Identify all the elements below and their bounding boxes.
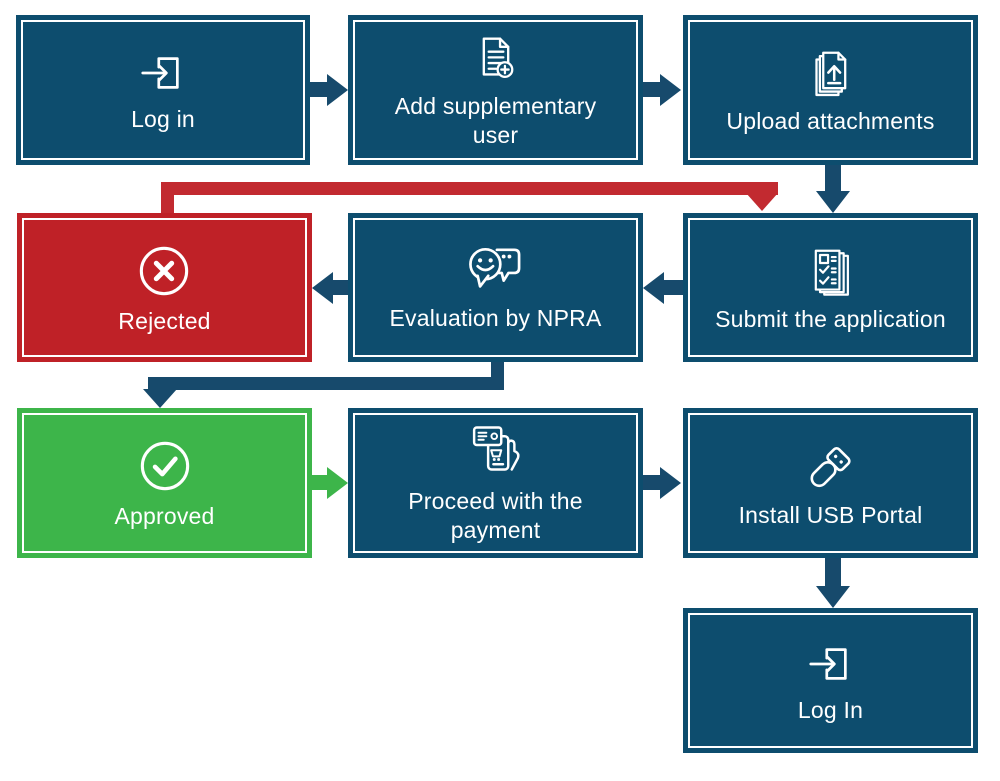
node-add-supplementary-user: Add supplementary user xyxy=(348,15,643,165)
usb-drive-icon xyxy=(803,438,859,494)
arrow-stem-horizontal xyxy=(161,182,778,195)
node-proceed-with-the-payment: Proceed with the payment xyxy=(348,408,643,558)
node-label: Proceed with the payment xyxy=(408,488,583,543)
node-inner-border xyxy=(22,413,307,553)
arrow-stem xyxy=(312,475,332,490)
arrow-stem xyxy=(660,280,683,295)
add-document-icon xyxy=(470,33,522,85)
node-inner-border xyxy=(688,413,973,553)
node-label: Upload attachments xyxy=(726,108,935,135)
node-inner-border xyxy=(22,218,307,357)
arrow-stem xyxy=(643,82,663,97)
node-label: Rejected xyxy=(118,307,211,334)
node-rejected: Rejected xyxy=(17,213,312,362)
node-install-usb-portal: Install USB Portal xyxy=(683,408,978,558)
node-submit-the-application: Submit the application xyxy=(683,213,978,362)
node-label: Add supplementary user xyxy=(394,93,597,148)
application-checklist-icon xyxy=(804,244,858,298)
node-label: Log in xyxy=(131,106,195,133)
login-icon xyxy=(136,48,190,98)
arrowhead-down-icon xyxy=(746,193,778,211)
node-log-in: Log in xyxy=(16,15,310,165)
node-label: Evaluation by NPRA xyxy=(389,304,602,331)
arrowhead-right-icon xyxy=(660,74,681,106)
node-label: Approved xyxy=(114,503,215,530)
node-upload-attachments: Upload attachments xyxy=(683,15,978,165)
upload-attachments-icon xyxy=(803,46,857,100)
node-inner-border xyxy=(21,20,305,160)
arrow-stem xyxy=(330,280,348,295)
payment-icon xyxy=(468,424,524,480)
arrow-stem-vertical xyxy=(491,362,504,390)
cross-circle-icon xyxy=(135,242,193,300)
node-evaluation-by-npra: Evaluation by NPRA xyxy=(348,213,643,362)
arrow-stem xyxy=(825,165,841,193)
node-inner-border xyxy=(353,413,638,553)
arrow-stem-vertical xyxy=(161,182,174,213)
arrowhead-right-icon xyxy=(327,74,348,106)
check-circle-icon xyxy=(136,437,194,495)
arrow-stem-horizontal xyxy=(148,377,504,390)
node-label: Install USB Portal xyxy=(738,502,923,529)
arrowhead-right-icon xyxy=(660,467,681,499)
node-inner-border xyxy=(353,218,638,357)
node-inner-border xyxy=(688,20,973,160)
arrowhead-down-icon xyxy=(816,191,850,213)
arrow-stem xyxy=(825,558,841,586)
chat-feedback-icon xyxy=(464,245,526,297)
arrowhead-left-icon xyxy=(643,272,664,304)
arrow-stem xyxy=(643,475,663,490)
node-inner-border xyxy=(688,613,973,748)
arrowhead-left-icon xyxy=(312,272,333,304)
arrowhead-right-icon xyxy=(327,467,348,499)
node-label: Submit the application xyxy=(715,305,946,332)
node-label: Log In xyxy=(797,696,864,723)
arrowhead-down-icon xyxy=(816,586,850,608)
node-log-in-final: Log In xyxy=(683,608,978,753)
arrow-stem xyxy=(310,82,330,97)
arrowhead-down-icon xyxy=(143,389,177,408)
login-icon xyxy=(804,639,858,689)
node-inner-border xyxy=(353,20,638,160)
node-inner-border xyxy=(688,218,973,357)
node-approved: Approved xyxy=(17,408,312,558)
